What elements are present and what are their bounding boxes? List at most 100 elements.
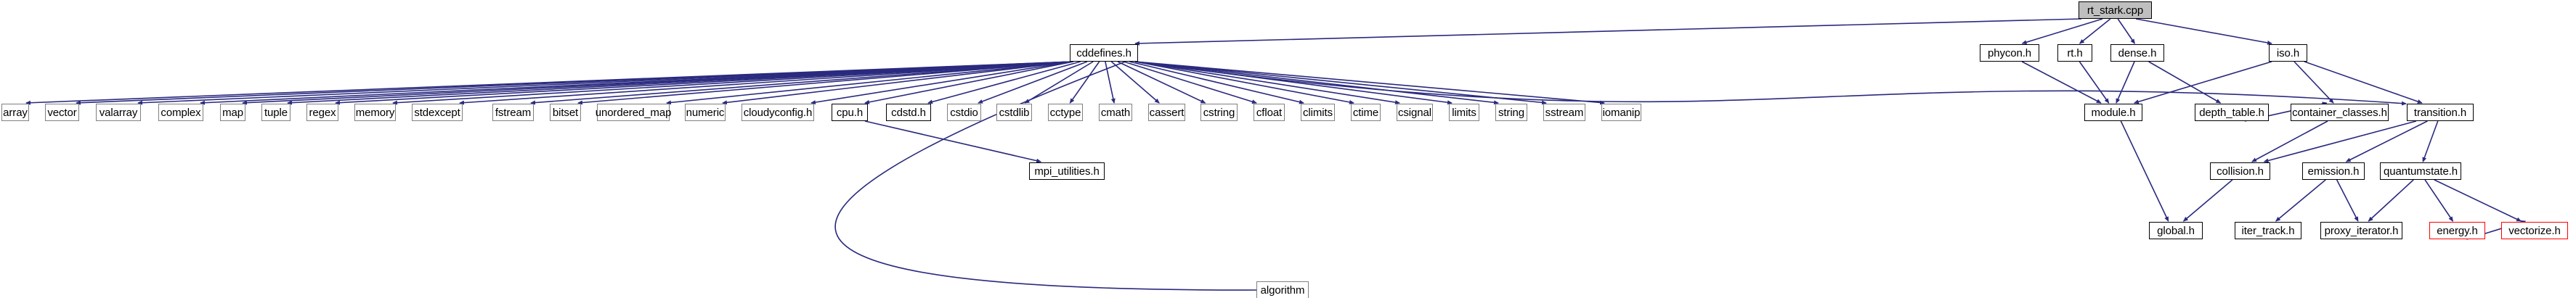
node-cstdio[interactable]: cstdio [947,104,981,121]
node-vector[interactable]: vector [45,104,79,121]
node-sstream[interactable]: sstream [1543,104,1585,121]
edge-cddefines-to-iomanip [1134,61,1605,105]
node-depth_table[interactable]: depth_table.h [2195,104,2269,121]
node-label: algorithm [1260,283,1305,297]
node-memory[interactable]: memory [354,104,396,121]
node-stdexcept[interactable]: stdexcept [412,104,463,121]
node-cddefines[interactable]: cddefines.h [1070,44,1138,62]
edge-cddefines-to-numeric [722,61,1073,105]
node-ctime[interactable]: ctime [1351,104,1381,121]
node-csignal[interactable]: csignal [1397,104,1433,121]
node-label: vectorize.h [2508,224,2561,237]
node-label: vector [47,106,77,119]
node-label: memory [355,106,395,119]
node-energy[interactable]: energy.h [2429,222,2485,239]
edge-cddefines-to-cstdlib [1024,61,1094,104]
node-fstream[interactable]: fstream [492,104,534,121]
node-valarray[interactable]: valarray [96,104,141,121]
node-string[interactable]: string [1495,104,1527,121]
node-label: quantumstate.h [2384,165,2458,178]
edge-quantumstate-to-proxy_iterator [2368,179,2414,222]
node-collision[interactable]: collision.h [2210,162,2270,180]
edge-cddefines-to-tuple [287,61,1073,105]
edge-cddefines-to-cctype [1069,61,1100,104]
node-label: cfloat [1256,106,1283,119]
edge-cddefines-to-memory [392,61,1073,105]
edge-dense-to-depth_table [2148,61,2222,104]
node-label: transition.h [2413,106,2467,119]
edge-cddefines-to-cloudyconfig [810,61,1073,105]
node-complex[interactable]: complex [158,104,203,121]
edge-dense-to-module [2116,61,2135,104]
edge-rt_stark-to-iso [2135,18,2272,45]
node-container_classes[interactable]: container_classes.h [2291,104,2389,121]
node-label: string [1498,106,1525,119]
node-cctype[interactable]: cctype [1048,104,1083,121]
edge-cddefines-to-climits [1129,61,1304,104]
node-rt[interactable]: rt.h [2057,44,2092,62]
node-label: cctype [1049,106,1081,119]
node-label: ctime [1352,106,1379,119]
node-tuple[interactable]: tuple [261,104,290,121]
node-label: climits [1303,106,1333,119]
node-label: array [3,106,28,119]
node-cassert[interactable]: cassert [1148,104,1185,121]
node-bitset[interactable]: bitset [550,104,581,121]
node-cmath[interactable]: cmath [1099,104,1132,121]
node-module[interactable]: module.h [2084,104,2142,121]
edge-quantumstate-to-energy [2424,179,2454,222]
node-dense[interactable]: dense.h [2110,44,2164,62]
node-cstring[interactable]: cstring [1200,104,1238,121]
node-label: emission.h [2307,165,2360,178]
node-transition[interactable]: transition.h [2407,104,2474,121]
node-global[interactable]: global.h [2149,222,2203,239]
node-quantumstate[interactable]: quantumstate.h [2380,162,2461,180]
node-cstdlib[interactable]: cstdlib [996,104,1032,121]
node-cloudyconfig[interactable]: cloudyconfig.h [741,104,814,121]
node-proxy_iterator[interactable]: proxy_iterator.h [2320,222,2402,239]
node-climits[interactable]: climits [1301,104,1335,121]
node-cdstd[interactable]: cdstd.h [886,104,931,121]
node-label: cstring [1203,106,1235,119]
edge-cddefines-to-valarray [137,61,1073,105]
node-iso[interactable]: iso.h [2269,44,2307,62]
node-label: cddefines.h [1076,46,1131,59]
node-cpu[interactable]: cpu.h [832,104,868,121]
node-label: dense.h [2118,46,2157,59]
node-cfloat[interactable]: cfloat [1254,104,1285,121]
node-label: iter_track.h [2241,224,2295,237]
node-label: valarray [99,106,138,119]
node-label: depth_table.h [2199,106,2264,119]
node-unordered_map[interactable]: unordered_map [596,104,671,121]
edge-phycon-to-module [2021,61,2102,104]
edge-cddefines-to-complex [200,61,1073,105]
node-label: complex [161,106,201,119]
node-limits[interactable]: limits [1449,104,1479,121]
node-label: cpu.h [836,106,864,119]
node-rt_stark[interactable]: rt_stark.cpp [2079,1,2152,19]
node-mpi_utilities[interactable]: mpi_utilities.h [1029,162,1105,180]
edge-cddefines-to-cassert [1110,61,1160,104]
node-iter_track[interactable]: iter_track.h [2235,222,2301,239]
node-regex[interactable]: regex [306,104,338,121]
edge-module-to-global [2120,120,2169,222]
edge-cddefines-to-bitset [577,61,1073,105]
node-vectorize[interactable]: vectorize.h [2501,222,2568,239]
node-emission[interactable]: emission.h [2302,162,2365,180]
node-iomanip[interactable]: iomanip [1601,104,1641,121]
node-numeric[interactable]: numeric [685,104,726,121]
node-label: container_classes.h [2292,106,2387,119]
node-algorithm[interactable]: algorithm [1256,281,1309,298]
node-map[interactable]: map [220,104,245,121]
node-label: regex [309,106,336,119]
node-label: fstream [495,106,532,119]
node-label: proxy_iterator.h [2324,224,2399,237]
node-array[interactable]: array [1,104,29,121]
edge-transition-to-emission [2345,120,2428,162]
edge-collision-to-global [2182,179,2233,222]
node-phycon[interactable]: phycon.h [1980,44,2039,62]
edge-rt_stark-to-phycon [2021,18,2103,45]
edge-cddefines-to-ctime [1134,61,1354,104]
